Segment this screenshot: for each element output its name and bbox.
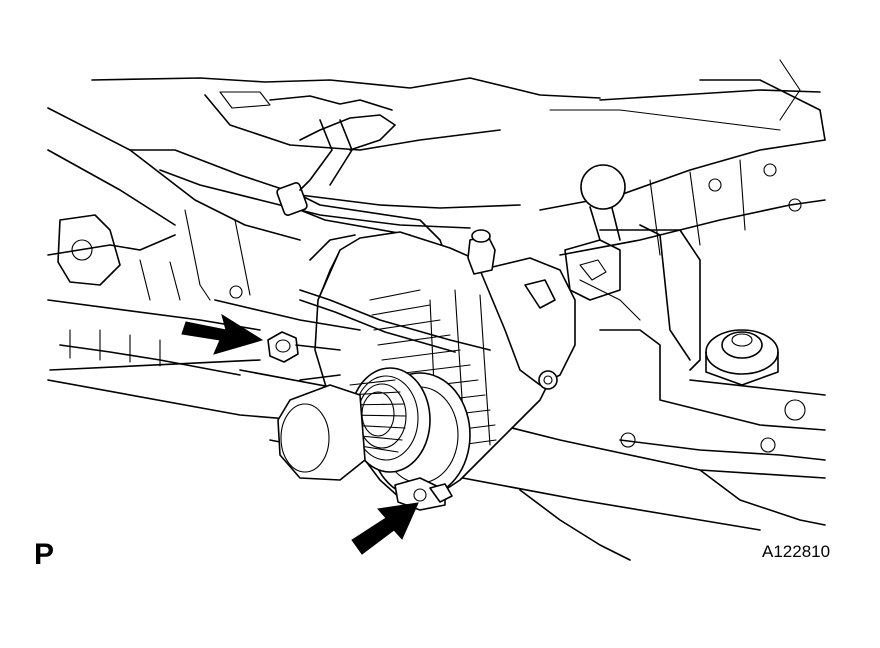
figure-code: A122810 — [762, 542, 831, 561]
arrow-lower-bolt — [351, 502, 419, 555]
alternator — [214, 229, 576, 511]
crossmember — [539, 139, 826, 461]
arrow-upper-bolt — [181, 313, 264, 355]
view-label: P — [34, 538, 55, 571]
vehicle-frame — [47, 107, 301, 421]
